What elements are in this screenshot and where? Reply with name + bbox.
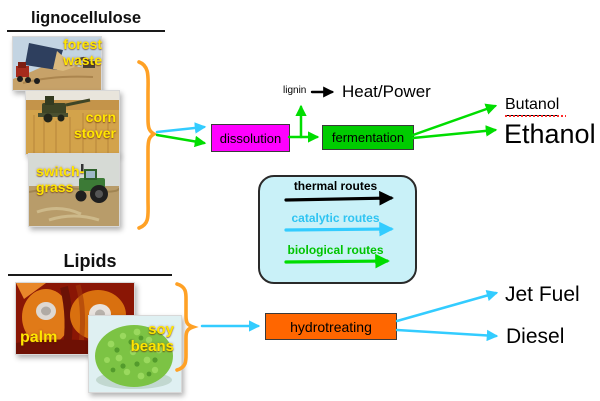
jet-fuel-product-label: Jet Fuel xyxy=(505,283,580,306)
lignocellulose-section-title: lignocellulose xyxy=(7,9,165,32)
legend-biological-routes-label: biological routes xyxy=(287,243,384,257)
legend-thermal-routes-label: thermal routes xyxy=(293,179,378,193)
fermentation-box-label: fermentation xyxy=(331,130,405,145)
soybeans-photo xyxy=(88,315,182,393)
corn-stover-label: corn stover xyxy=(73,109,116,141)
soybeans-label: soy beans xyxy=(130,321,174,355)
corn-stover-illustration xyxy=(26,91,119,154)
switchgrass-illustration xyxy=(29,154,119,226)
lipids-section-title: Lipids xyxy=(8,251,172,276)
ethanol-product-label: Ethanol xyxy=(504,119,596,149)
arrow-ligno-to-dissolution-biological xyxy=(155,133,207,148)
arrow-hydrotreating-to-jetfuel xyxy=(395,289,499,323)
forest-waste-photo xyxy=(12,36,102,91)
hydrotreating-box-label: hydrotreating xyxy=(290,318,372,335)
arrow-ligno-to-dissolution-catalytic xyxy=(155,122,207,134)
dissolution-box-label: dissolution xyxy=(219,130,282,146)
arrow-hydrotreating-to-diesel xyxy=(395,328,499,342)
lignin-label: lignin xyxy=(283,85,307,96)
heat-power-label: Heat/Power xyxy=(342,82,431,101)
dissolution-box: dissolution xyxy=(211,124,290,152)
butanol-product-label: Butanol xyxy=(505,96,560,116)
diesel-product-label: Diesel xyxy=(506,325,565,348)
forest-waste-label: forest waste xyxy=(63,36,102,68)
arrow-fermentation-to-ethanol xyxy=(411,125,498,140)
soybeans-illustration xyxy=(89,316,181,392)
butanol-red-squiggle xyxy=(505,115,566,117)
forest-waste-illustration xyxy=(13,37,101,90)
hydrotreating-box: hydrotreating xyxy=(265,313,397,340)
switchgrass-photo xyxy=(28,153,120,227)
switchgrass-label: switch-grass xyxy=(36,163,85,195)
fermentation-box: fermentation xyxy=(322,125,414,150)
palm-label: palm xyxy=(20,329,58,346)
arrow-fermentation-to-butanol xyxy=(411,103,498,137)
legend-catalytic-routes-label: catalytic routes xyxy=(291,211,380,225)
lignocellulose-brace xyxy=(137,60,158,230)
